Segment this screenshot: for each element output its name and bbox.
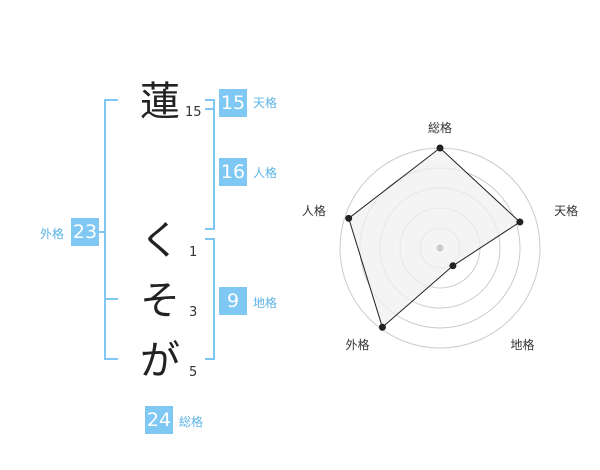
gaikaku-bracket-mid (104, 298, 118, 300)
tenkaku-bracket-vertical (213, 99, 215, 109)
radar-point (516, 218, 524, 226)
radar-axis-label: 総格 (428, 120, 452, 135)
jinkaku-badge: 16 (219, 158, 247, 186)
gaikaku-bracket-top (104, 99, 118, 101)
chikaku-bracket-top (205, 238, 215, 240)
tenkaku-label: 天格 (253, 96, 278, 110)
radar-point (449, 262, 457, 270)
name-char-1: 蓮 (140, 79, 180, 125)
jinkaku-bracket-vertical (213, 108, 215, 230)
name-char-4: が (140, 338, 180, 384)
gaikaku-bracket-vertical (104, 99, 106, 360)
radar-axis-label: 天格 (554, 203, 578, 218)
jinkaku-bracket-top (205, 108, 215, 110)
gaikaku-connector (98, 231, 106, 233)
name-char-3: そ (140, 278, 180, 324)
stroke-count-4: 5 (189, 365, 198, 380)
gaikaku-badge: 23 (71, 218, 99, 246)
chikaku-badge: 9 (219, 287, 247, 315)
radar-point (345, 214, 353, 222)
radar-point (436, 144, 444, 152)
chikaku-bracket-vertical (213, 238, 215, 360)
radar-point (378, 323, 386, 331)
chikaku-label: 地格 (253, 296, 278, 310)
stroke-count-2: 1 (189, 245, 198, 260)
radar-area (348, 147, 521, 329)
jinkaku-bracket-bottom (205, 228, 215, 230)
name-char-2: く (140, 218, 180, 264)
radar-axis-label: 人格 (302, 203, 326, 218)
gaikaku-label: 外格 (40, 227, 65, 241)
radar-center-dot (436, 244, 444, 252)
tenkaku-bracket-top (205, 99, 215, 101)
stroke-count-1: 15 (185, 105, 202, 120)
radar-axis-label: 外格 (345, 337, 369, 352)
chikaku-bracket-bottom (205, 358, 215, 360)
tenkaku-badge: 15 (219, 89, 247, 117)
soukaku-label: 総格 (179, 415, 204, 429)
jinkaku-label: 人格 (253, 166, 278, 180)
stroke-count-3: 3 (189, 305, 198, 320)
radar-axis-label: 地格 (511, 337, 535, 352)
soukaku-badge: 24 (145, 406, 173, 434)
gaikaku-bracket-bottom (104, 358, 118, 360)
